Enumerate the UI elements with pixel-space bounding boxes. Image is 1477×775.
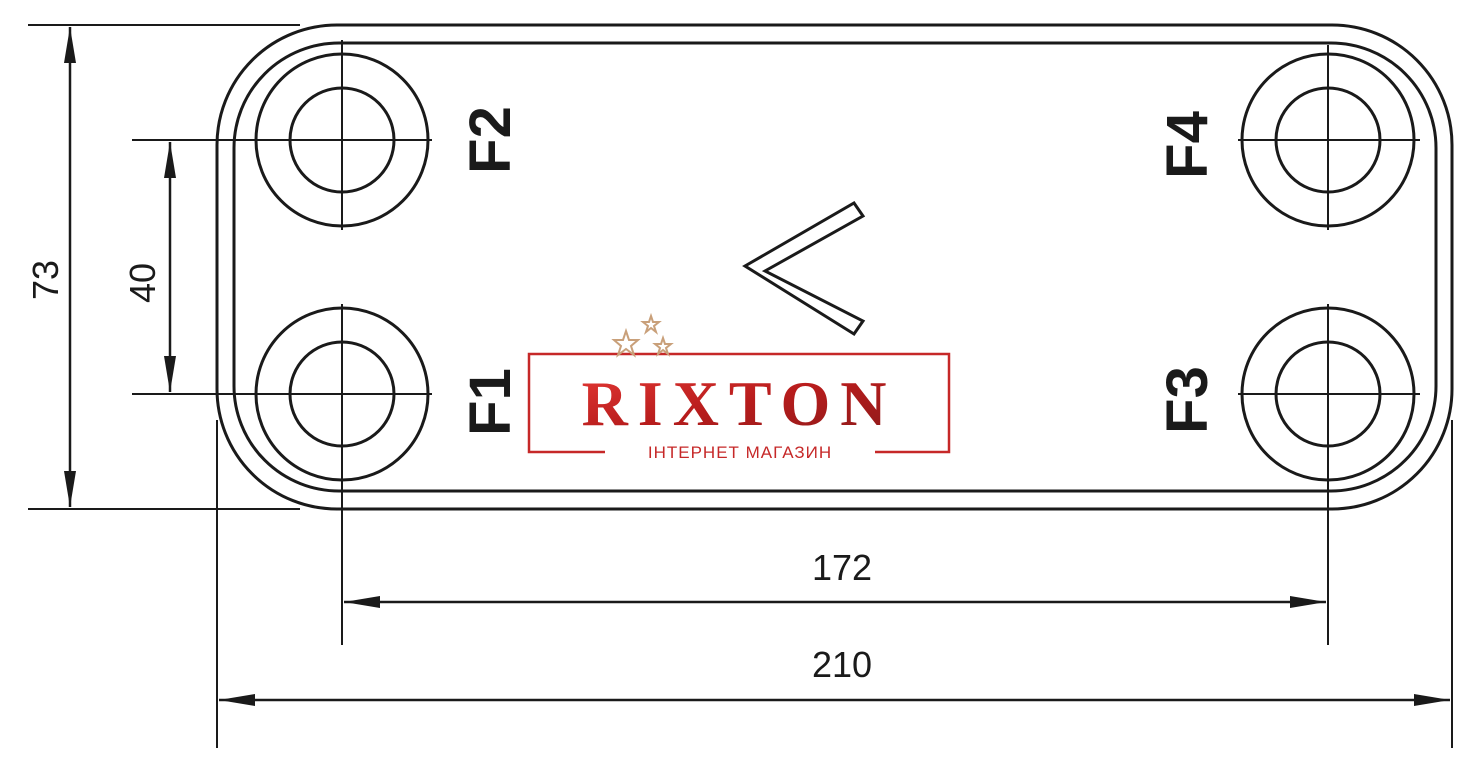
chevron-mark bbox=[742, 201, 866, 337]
dimension-port-width: 172 bbox=[344, 547, 1326, 608]
port-f4 bbox=[1238, 45, 1420, 230]
dimension-label-40: 40 bbox=[122, 263, 163, 303]
star-icon bbox=[611, 312, 674, 358]
dimension-label-172: 172 bbox=[812, 547, 872, 588]
dimension-overall-width: 210 bbox=[216, 420, 1453, 748]
port-label-f3: F3 bbox=[1155, 366, 1220, 434]
dimension-label-210: 210 bbox=[812, 644, 872, 685]
rixton-logo: RIXTON ІНТЕРНЕТ МАГАЗИН bbox=[527, 312, 951, 462]
logo-tagline: ІНТЕРНЕТ МАГАЗИН bbox=[648, 443, 832, 462]
port-label-f1: F1 bbox=[458, 368, 523, 436]
port-f3 bbox=[1238, 304, 1420, 645]
logo-brand: RIXTON bbox=[582, 368, 897, 439]
port-label-f2: F2 bbox=[458, 106, 523, 174]
port-f2 bbox=[132, 40, 432, 230]
dimension-overall-height: 73 bbox=[25, 24, 300, 510]
port-label-f4: F4 bbox=[1155, 111, 1220, 179]
dimension-label-73: 73 bbox=[25, 260, 66, 300]
port-f1 bbox=[132, 304, 432, 645]
plate-outline bbox=[215, 23, 1454, 511]
dimension-port-height: 40 bbox=[122, 142, 176, 392]
